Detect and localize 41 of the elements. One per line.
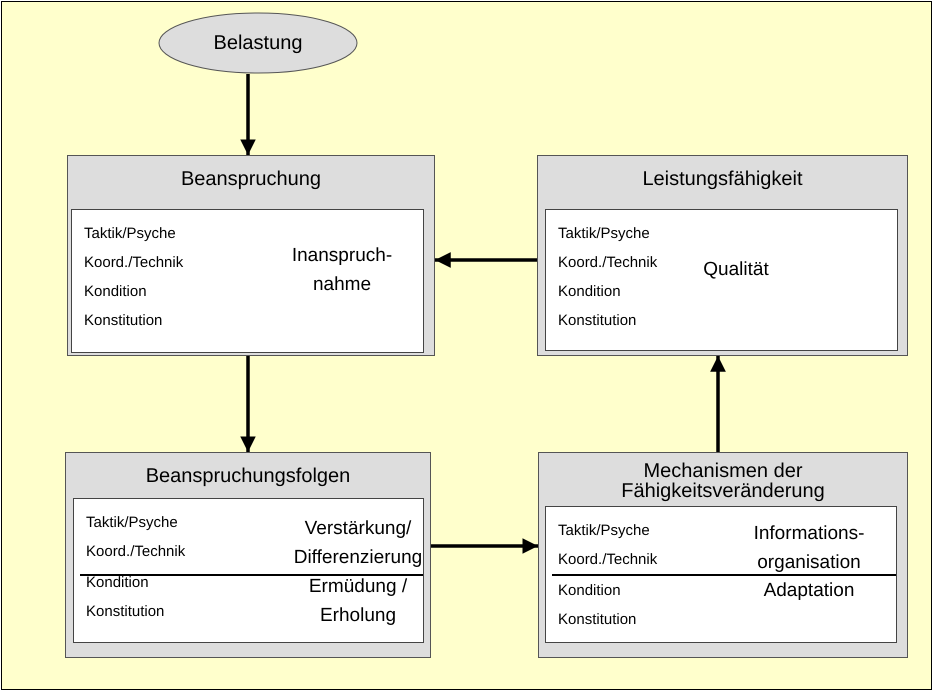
factor-label: Konstitution [558, 311, 636, 331]
arrow [435, 252, 537, 268]
box-heading: Beanspruchungsfolgen [144, 466, 352, 486]
effect-label: Inanspruch- nahme [290, 244, 394, 297]
process-box [538, 452, 908, 658]
factor-label: Kondition [558, 282, 621, 302]
factor-label: Koord./Technik [558, 253, 658, 273]
arrow [240, 356, 256, 452]
arrow [710, 356, 726, 452]
factor-label: Kondition [86, 573, 149, 593]
factor-label: Taktik/Psyche [84, 224, 176, 244]
box-heading: Mechanismen der Fähigkeitsveränderung [620, 461, 826, 501]
process-box [537, 155, 908, 356]
arrow [240, 74, 256, 155]
box-heading: Leistungsfähigkeit [641, 169, 804, 189]
process-box [65, 452, 431, 658]
node-label: Belastung [212, 31, 304, 55]
start-ellipse [158, 12, 358, 74]
factor-label: Taktik/Psyche [86, 513, 178, 533]
factor-label: Taktik/Psyche [558, 521, 650, 541]
effect-label: Qualität [702, 258, 770, 282]
content-box [545, 506, 897, 643]
factor-label: Koord./Technik [84, 253, 184, 273]
content-box [545, 209, 898, 351]
content-box [73, 498, 424, 643]
factor-label: Konstitution [86, 602, 164, 622]
factor-label: Kondition [558, 581, 621, 601]
content-box [71, 209, 424, 353]
factor-label: Taktik/Psyche [558, 224, 650, 244]
factor-label: Kondition [84, 282, 147, 302]
effect-label: Ermüdung / Erholung [308, 575, 408, 628]
effect-label: Verstärkung/ Differenzierung [292, 517, 424, 570]
process-box [67, 155, 435, 356]
factor-label: Konstitution [84, 311, 162, 331]
box-heading: Beanspruchung [180, 169, 322, 189]
factor-label: Koord./Technik [86, 542, 186, 562]
factor-label: Koord./Technik [558, 550, 658, 570]
effect-label: Informations- organisation [752, 522, 866, 575]
factor-label: Konstitution [558, 610, 636, 630]
effect-label: Adaptation [762, 579, 856, 603]
arrow [431, 538, 538, 554]
